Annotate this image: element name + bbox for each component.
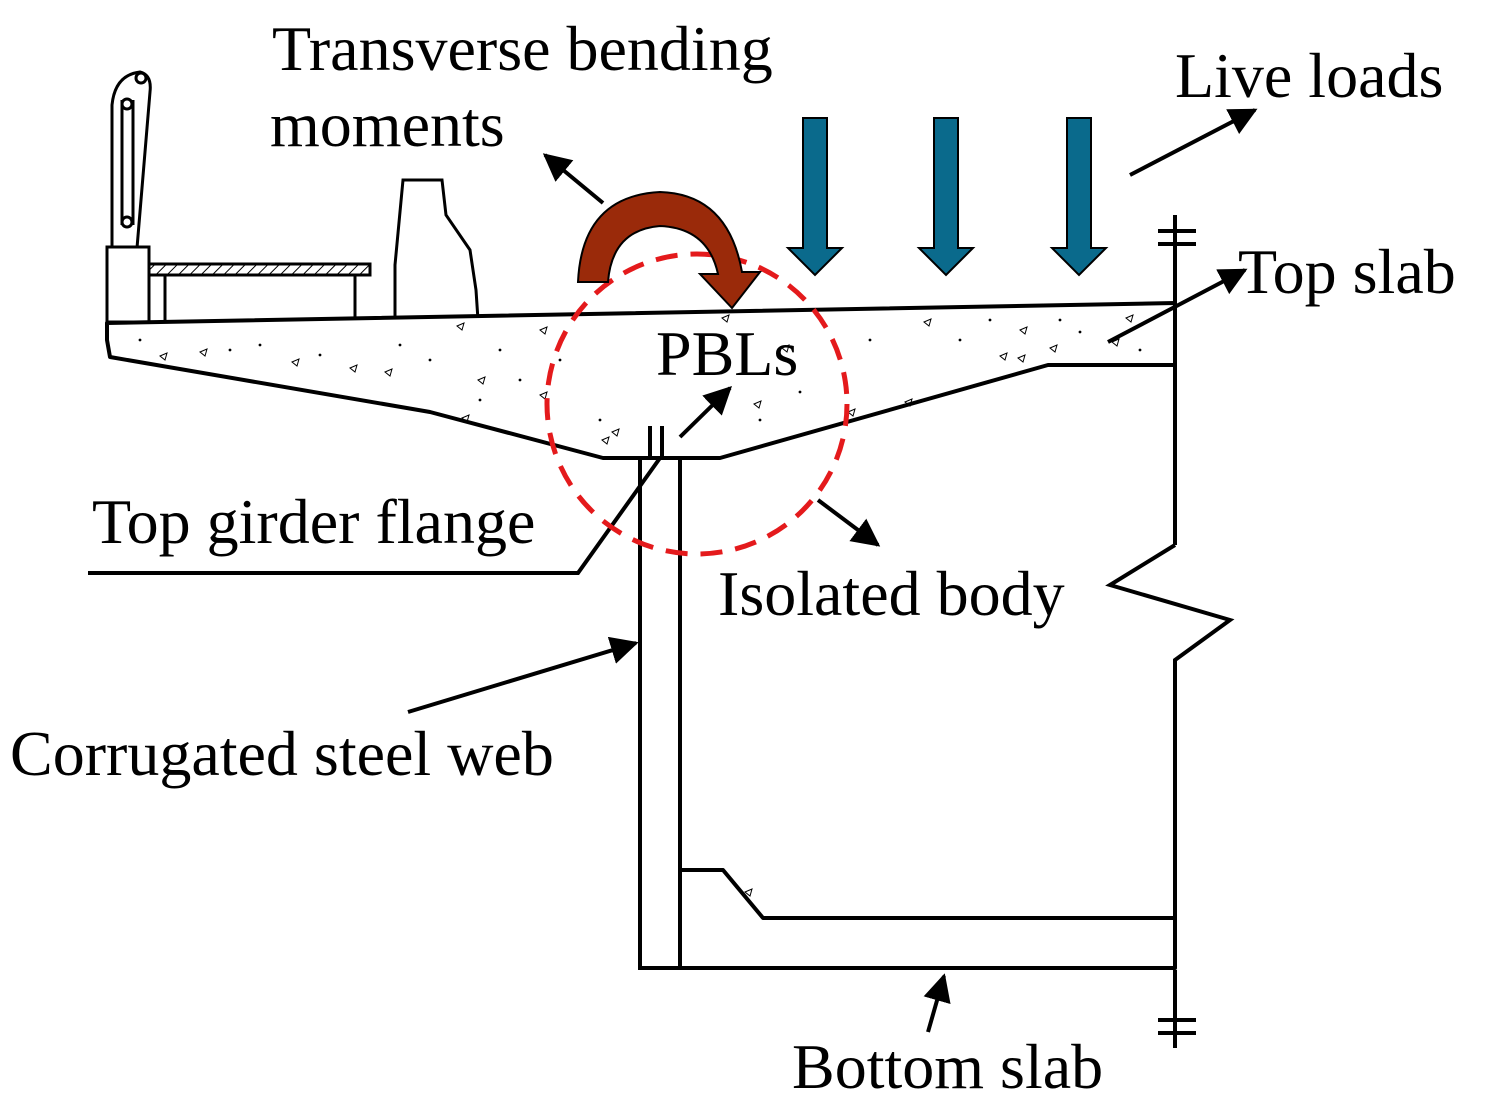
- aggregate-mark: [923, 318, 932, 327]
- aggregate-mark: [1111, 338, 1120, 347]
- transverse-bending-label: Transverse bending: [272, 13, 773, 84]
- pbl-connectors: [648, 426, 664, 458]
- aggregate-mark: [753, 400, 762, 409]
- corrugated-steel-web: [638, 456, 682, 970]
- aggregate-mark: [611, 428, 620, 437]
- live-loads-label: Live loads: [1175, 40, 1444, 111]
- web-leader: [407, 636, 639, 714]
- aggregate-dot: [1058, 318, 1062, 322]
- top-slab-leader: [1107, 268, 1248, 344]
- leader-arrows: [407, 108, 1258, 1033]
- bottom-slab: [678, 868, 1177, 970]
- aggregate-mark: [461, 414, 470, 423]
- top-slab-label: Top slab: [1238, 236, 1456, 307]
- aggregate-dot: [428, 358, 432, 362]
- aggregate-mark: [1049, 344, 1058, 353]
- corrugated-steel-web-label: Corrugated steel web: [10, 718, 554, 789]
- pbls-label: PBLs: [656, 318, 799, 389]
- aggregate-dot: [988, 318, 992, 322]
- load-arrow-1: [785, 117, 845, 277]
- aggregate-mark: [847, 408, 856, 417]
- aggregate-mark: [781, 344, 790, 353]
- aggregate-dot: [518, 378, 522, 382]
- top-girder-flange-label: Top girder flange: [92, 486, 536, 557]
- moments-label: moments: [270, 89, 505, 160]
- aggregate-dot: [478, 398, 482, 402]
- railing: [105, 70, 152, 324]
- aggregate-dot: [498, 348, 502, 352]
- transverse-leader: [542, 153, 605, 205]
- aggregate-dot: [258, 343, 262, 347]
- aggregate-mark: [199, 348, 208, 357]
- aggregate-dot: [868, 338, 872, 342]
- aggregate-dot: [398, 343, 402, 347]
- aggregate-mark: [477, 376, 486, 385]
- crash-barrier: [393, 178, 480, 321]
- top-girder-flange-leader: [88, 456, 662, 575]
- aggregate-dot: [598, 418, 602, 422]
- aggregate-mark: [539, 391, 548, 400]
- aggregate-mark: [744, 888, 753, 897]
- aggregate-dot: [798, 390, 802, 394]
- aggregate-dot: [558, 358, 562, 362]
- isolated-body-label: Isolated body: [718, 558, 1065, 629]
- top-slab: [105, 301, 1177, 460]
- aggregate-dot: [318, 353, 322, 357]
- aggregate-mark: [539, 326, 548, 335]
- aggregate-mark: [456, 322, 465, 331]
- isolated-body-leader: [816, 498, 881, 547]
- aggregate-mark: [721, 314, 730, 323]
- aggregate-dot: [1078, 330, 1082, 334]
- aggregate-mark: [291, 358, 300, 367]
- aggregate-mark: [601, 436, 610, 445]
- aggregate-mark: [1019, 326, 1028, 335]
- bending-moment-arrow: [576, 190, 763, 310]
- aggregate-dot: [228, 348, 232, 352]
- aggregate-mark: [384, 368, 393, 377]
- sidewalk: [147, 262, 372, 322]
- pbls-leader: [678, 386, 732, 439]
- aggregate-mark: [1017, 354, 1026, 363]
- live-loads-leader: [1129, 108, 1258, 177]
- load-arrow-2: [916, 117, 976, 277]
- right-break-line: [1105, 215, 1235, 1048]
- aggregate-mark: [159, 352, 168, 361]
- aggregate-mark: [1125, 314, 1134, 323]
- aggregate-dot: [1138, 348, 1142, 352]
- live-load-arrows: [785, 117, 1109, 277]
- load-arrow-3: [1049, 117, 1109, 277]
- isolated-body-circle: [544, 251, 850, 557]
- aggregate-mark: [349, 364, 358, 373]
- aggregate-dot: [138, 338, 142, 342]
- aggregate-dot: [758, 418, 762, 422]
- aggregate-mark: [999, 352, 1008, 361]
- aggregate-dot: [958, 338, 962, 342]
- aggregate-mark: [904, 398, 913, 407]
- bottom-slab-leader: [923, 973, 951, 1033]
- bottom-slab-label: Bottom slab: [792, 1031, 1104, 1102]
